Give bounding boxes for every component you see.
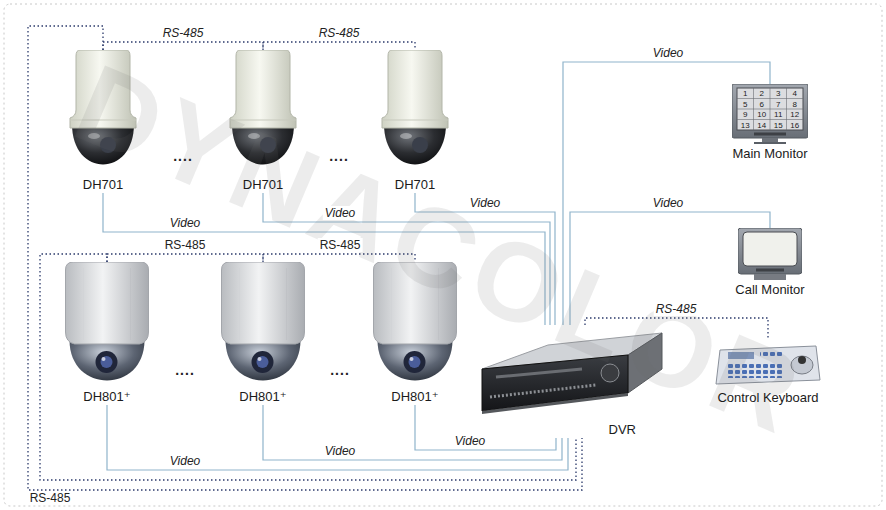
- speed-dome-picture: [66, 262, 149, 381]
- device-picture-area: [60, 262, 155, 387]
- device-label: Main Monitor: [732, 146, 807, 162]
- signal-label: RS-485: [163, 238, 208, 252]
- ellipsis-mark: ....: [329, 148, 349, 164]
- dvr-recorder: DVR: [478, 325, 664, 438]
- device-picture-area: [216, 262, 311, 387]
- ellipsis-mark: ....: [173, 148, 193, 164]
- device-label: DH701: [83, 177, 123, 193]
- rs485-cable: [263, 42, 415, 50]
- device-label: DH801⁺: [391, 389, 438, 405]
- signal-label: Video: [468, 196, 502, 210]
- signal-label: RS-485: [28, 491, 73, 505]
- signal-label: RS-485: [317, 26, 362, 40]
- device-picture-area: [368, 262, 463, 387]
- channel-number: 11: [774, 110, 782, 119]
- channel-number: 14: [757, 120, 766, 129]
- signal-label: Video: [651, 196, 685, 210]
- channel-number: 10: [757, 110, 766, 119]
- speed-dome-picture: [222, 262, 305, 381]
- signal-label: RS-485: [654, 302, 699, 316]
- dome-camera: DH701: [58, 50, 148, 193]
- device-picture-area: [478, 325, 664, 420]
- dome-camera-picture: [382, 50, 448, 165]
- call-monitor: Call Monitor: [731, 228, 809, 298]
- device-picture-area: [370, 50, 460, 175]
- device-picture-area: [218, 50, 308, 175]
- video-cable: [263, 405, 562, 460]
- frame-border: [4, 4, 882, 506]
- channel-number: 4: [793, 89, 797, 98]
- rs485-cable: [107, 254, 263, 262]
- channel-number: 9: [743, 110, 747, 119]
- control-keyboard: Control Keyboard: [713, 340, 823, 406]
- rs485-cable: [103, 42, 263, 50]
- signal-label: Video: [323, 444, 357, 458]
- channel-number: 1: [743, 89, 747, 98]
- signal-label: Video: [168, 454, 202, 468]
- video-cable: [107, 405, 568, 470]
- signal-label: RS-485: [318, 238, 363, 252]
- speed-dome-camera: DH801⁺: [216, 262, 311, 405]
- device-label: DH801⁺: [83, 389, 130, 405]
- channel-number: 5: [743, 99, 747, 108]
- device-label: DH701: [395, 177, 435, 193]
- channel-number: 2: [760, 89, 764, 98]
- ellipsis-mark: ....: [330, 362, 350, 378]
- device-picture-area: [728, 84, 812, 144]
- device-label: DH801⁺: [239, 389, 286, 405]
- device-label: DVR: [609, 422, 636, 438]
- device-label: Call Monitor: [735, 282, 804, 298]
- speed-dome-camera: DH801⁺: [368, 262, 463, 405]
- ellipsis-mark: ....: [175, 362, 195, 378]
- channel-number: 7: [776, 99, 780, 108]
- signal-label: Video: [651, 46, 685, 60]
- video-cable: [415, 405, 556, 450]
- device-picture-area: [58, 50, 148, 175]
- call-monitor-picture: [738, 228, 802, 280]
- channel-number: 12: [790, 110, 799, 119]
- signal-label: Video: [453, 434, 487, 448]
- signal-label: RS-485: [161, 26, 206, 40]
- signal-label: Video: [168, 216, 202, 230]
- dome-camera: DH701: [370, 50, 460, 193]
- channel-number: 15: [774, 120, 783, 129]
- channel-number: 13: [741, 120, 750, 129]
- dome-camera: DH701: [218, 50, 308, 193]
- speed-dome-camera: DH801⁺: [60, 262, 155, 405]
- device-picture-area: [713, 340, 823, 388]
- main-monitor: Main Monitor: [728, 84, 812, 162]
- main-monitor-picture: [732, 84, 808, 144]
- channel-number: 3: [776, 89, 780, 98]
- signal-label: Video: [323, 206, 357, 220]
- channel-number: 16: [790, 120, 799, 129]
- channel-number: 6: [760, 99, 764, 108]
- device-label: DH701: [243, 177, 283, 193]
- device-label: Control Keyboard: [717, 390, 818, 406]
- channel-number: 8: [793, 99, 797, 108]
- device-picture-area: [731, 228, 809, 280]
